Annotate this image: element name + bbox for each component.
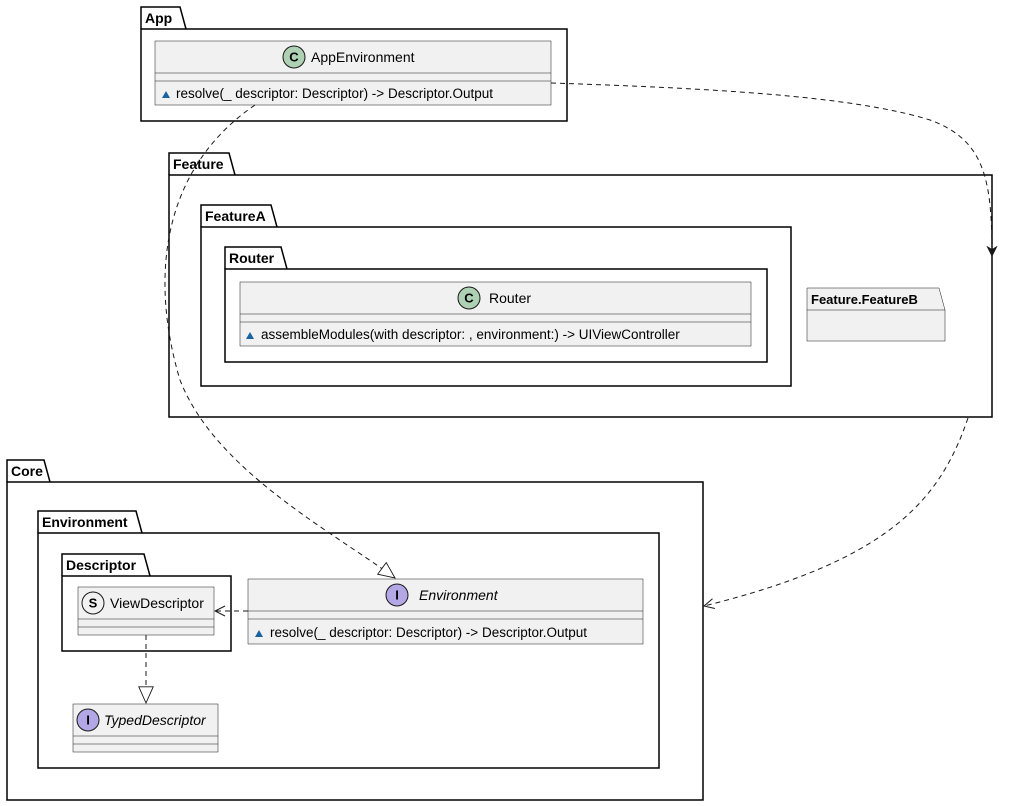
class-stereotype-letter: C	[464, 291, 474, 306]
interface-stereotype-icon	[385, 583, 409, 607]
dependency-appenvironment-feature	[550, 82, 992, 256]
package-feature-b: Feature.FeatureB	[806, 287, 946, 342]
method-visibility-icon	[246, 332, 254, 339]
interface-stereotype-icon	[76, 708, 100, 732]
class-name: AppEnvironment	[311, 49, 415, 65]
interface-stereotype-letter: I	[395, 588, 399, 603]
package-router-label: Router	[229, 250, 275, 266]
method-visibility-icon	[162, 91, 170, 98]
package-descriptor-label: Descriptor	[66, 557, 137, 573]
struct-view-descriptor[interactable]: S ViewDescriptor	[77, 586, 215, 636]
package-core-label: Core	[11, 463, 43, 479]
method-signature: assembleModules(with descriptor: , envir…	[261, 327, 680, 342]
dependency-feature-core	[704, 417, 969, 606]
realization-appenvironment-environment	[164, 104, 395, 578]
method-visibility-icon	[255, 630, 263, 637]
class-router[interactable]: C Router assembleModules(with descriptor…	[239, 281, 752, 347]
struct-stereotype-letter: S	[89, 596, 98, 611]
package-app-label: App	[145, 10, 172, 26]
interface-name: TypedDescriptor	[104, 712, 207, 728]
interface-typed-descriptor[interactable]: I TypedDescriptor	[72, 703, 219, 753]
class-name: Router	[489, 290, 531, 306]
class-stereotype-icon	[457, 286, 481, 310]
struct-stereotype-icon	[81, 591, 105, 615]
package-feature-a-label: FeatureA	[205, 208, 266, 224]
class-app-environment[interactable]: C AppEnvironment resolve(_ descriptor: D…	[154, 40, 552, 106]
method-signature: resolve(_ descriptor: Descriptor) -> Des…	[270, 625, 587, 640]
interface-stereotype-letter: I	[86, 713, 90, 728]
struct-name: ViewDescriptor	[110, 595, 204, 611]
package-environment-label: Environment	[42, 514, 128, 530]
package-feature-b-label: Feature.FeatureB	[811, 292, 918, 307]
method-signature: resolve(_ descriptor: Descriptor) -> Des…	[176, 86, 493, 101]
class-stereotype-icon	[282, 45, 306, 69]
interface-name: Environment	[419, 587, 499, 603]
interface-environment[interactable]: I Environment resolve(_ descriptor: Desc…	[247, 578, 644, 645]
package-feature-label: Feature	[173, 156, 224, 172]
class-stereotype-letter: C	[289, 50, 299, 65]
